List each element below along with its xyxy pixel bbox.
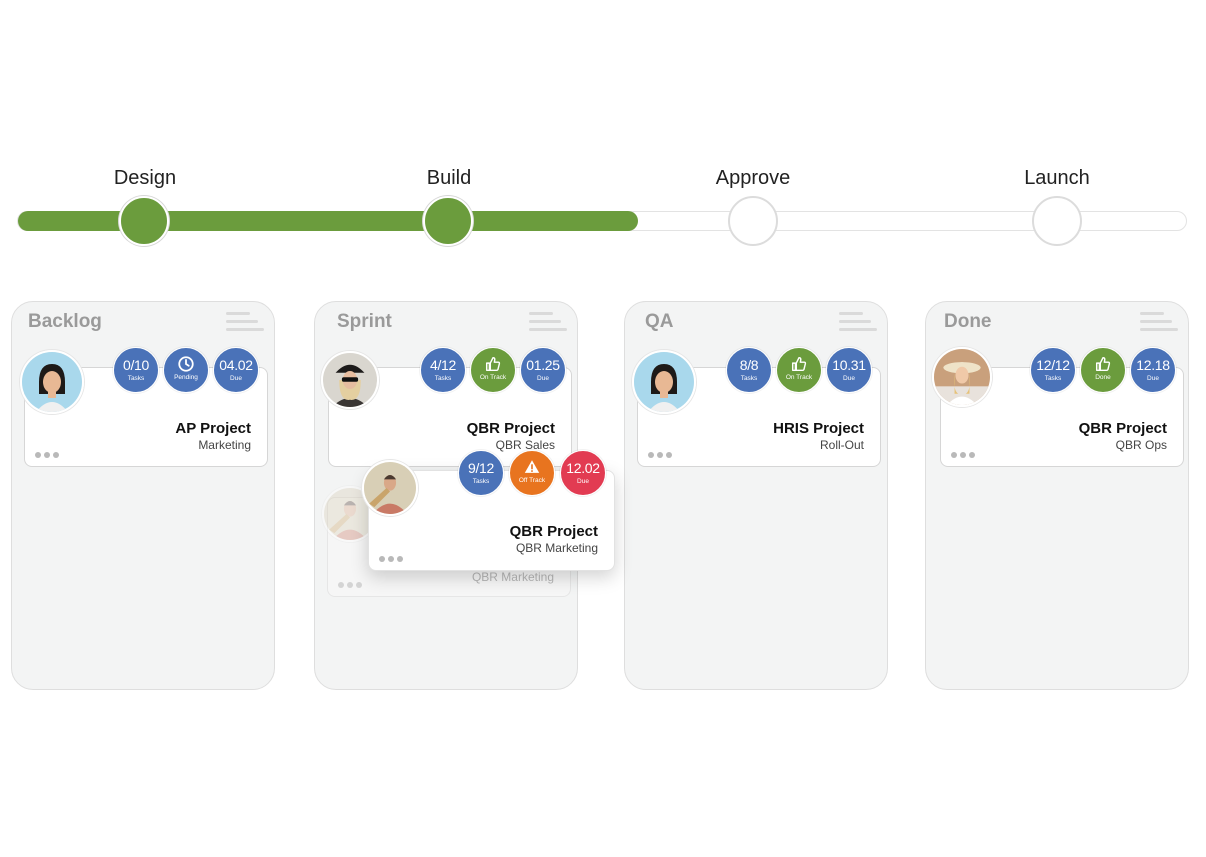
tasks-badge: 12/12 Tasks: [1030, 347, 1076, 393]
clock-icon: [178, 356, 194, 372]
due-badge: 12.18 Due: [1130, 347, 1176, 393]
badge-caption: Due: [843, 375, 855, 382]
stage-node-build[interactable]: [423, 196, 473, 246]
card-title: QBR Project: [509, 523, 598, 540]
badge-caption: Pending: [174, 374, 198, 381]
thumbs-up-icon: [485, 356, 501, 372]
status-badge: Off Track: [509, 450, 555, 496]
badge-caption: Tasks: [1044, 375, 1062, 382]
more-options-icon[interactable]: [35, 452, 59, 458]
column-title: Backlog: [28, 311, 102, 332]
badge-caption: On Track: [785, 374, 813, 381]
stage-node-design[interactable]: [119, 196, 169, 246]
due-date: 12.02: [566, 460, 600, 476]
badge-caption: Off Track: [518, 477, 546, 484]
badge-caption: Due: [537, 375, 549, 382]
due-date: 10.31: [832, 357, 866, 373]
status-badge: On Track: [776, 347, 822, 393]
card-subtitle: Marketing: [198, 438, 251, 452]
status-badge: Done: [1080, 347, 1126, 393]
more-options-icon: [338, 582, 362, 588]
more-options-icon[interactable]: [379, 556, 403, 562]
badge-caption: Due: [230, 375, 242, 382]
due-badge: 10.31 Due: [826, 347, 872, 393]
stage-node-launch[interactable]: [1032, 196, 1082, 246]
tasks-count: 9/12: [467, 460, 495, 476]
avatar-woman-sun-hat: [932, 347, 992, 407]
badge-caption: Done: [1095, 374, 1111, 381]
tasks-count: 8/8: [739, 357, 759, 373]
due-badge: 01.25 Due: [520, 347, 566, 393]
avatar-woman-dark-hair: [20, 350, 84, 414]
column-title: Done: [944, 311, 992, 332]
stage-label-approve: Approve: [715, 167, 791, 189]
stage-label-launch: Launch: [1024, 167, 1090, 189]
card-subtitle: QBR Sales: [495, 438, 555, 452]
card-subtitle: Roll-Out: [819, 438, 864, 452]
column-title: QA: [645, 311, 674, 332]
badge-caption: Due: [577, 478, 589, 485]
due-badge: 04.02 Due: [213, 347, 259, 393]
card-title: HRIS Project: [773, 420, 864, 437]
card-subtitle: QBR Marketing: [471, 570, 554, 584]
avatar-woman-dark-hair: [632, 350, 696, 414]
column-title: Sprint: [337, 311, 392, 332]
card-title: QBR Project: [466, 420, 555, 437]
due-date: 04.02: [219, 357, 253, 373]
badge-caption: On Track: [479, 374, 507, 381]
due-badge: 12.02 Due: [560, 450, 606, 496]
badge-caption: Tasks: [740, 375, 758, 382]
due-date: 01.25: [526, 357, 560, 373]
tasks-badge: 9/12 Tasks: [458, 450, 504, 496]
progress-fill: [18, 211, 638, 231]
card-title: AP Project: [175, 420, 251, 437]
badge-caption: Tasks: [472, 478, 490, 485]
due-date: 12.18: [1136, 357, 1170, 373]
column-menu-icon[interactable]: [529, 312, 567, 336]
stage-node-approve[interactable]: [728, 196, 778, 246]
thumbs-up-icon: [791, 356, 807, 372]
column-menu-icon[interactable]: [839, 312, 877, 336]
warning-icon: [524, 460, 540, 473]
thumbs-up-icon: [1095, 356, 1111, 372]
tasks-badge: 0/10 Tasks: [113, 347, 159, 393]
column-menu-icon[interactable]: [1140, 312, 1178, 336]
stage-label-build: Build: [426, 167, 472, 189]
tasks-count: 12/12: [1036, 357, 1070, 373]
stage-label-design: Design: [113, 167, 177, 189]
badge-caption: Due: [1147, 375, 1159, 382]
tasks-count: 4/12: [429, 357, 457, 373]
badge-caption: Tasks: [127, 375, 145, 382]
avatar-woman-sunglasses: [321, 351, 379, 409]
status-badge: Pending: [163, 347, 209, 393]
avatar-man-guitar: [362, 460, 418, 516]
progress-track: [17, 211, 1187, 231]
column-menu-icon[interactable]: [226, 312, 264, 336]
badge-caption: Tasks: [434, 375, 452, 382]
card-title: QBR Project: [1078, 420, 1167, 437]
tasks-badge: 8/8 Tasks: [726, 347, 772, 393]
status-badge: On Track: [470, 347, 516, 393]
tasks-count: 0/10: [122, 357, 150, 373]
tasks-badge: 4/12 Tasks: [420, 347, 466, 393]
more-options-icon[interactable]: [648, 452, 672, 458]
card-subtitle: QBR Ops: [1115, 438, 1167, 452]
more-options-icon[interactable]: [951, 452, 975, 458]
card-subtitle: QBR Marketing: [515, 541, 598, 555]
